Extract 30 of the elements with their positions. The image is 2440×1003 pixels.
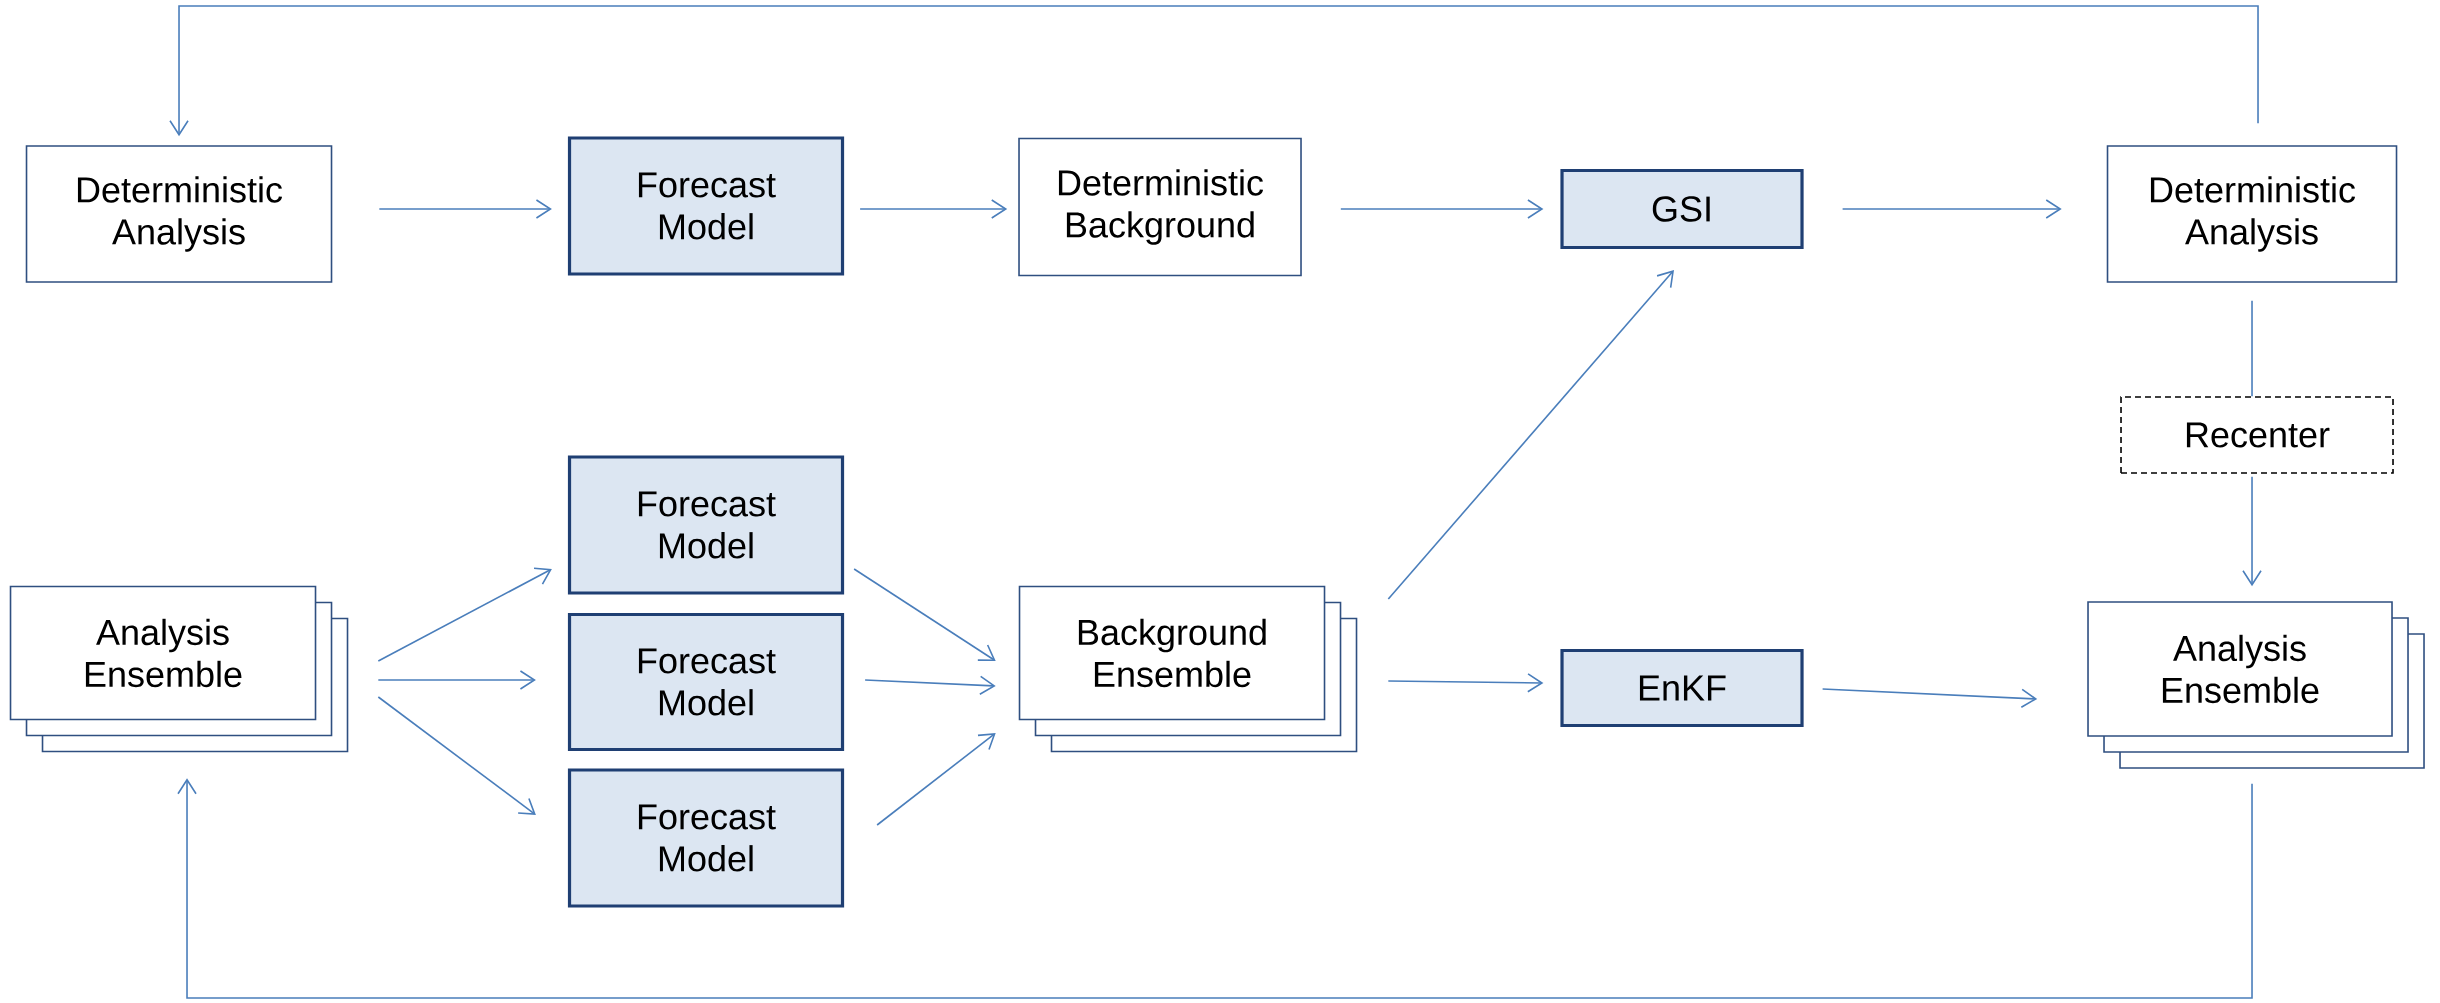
arrow (1821, 688, 2038, 709)
stacked-box: Background Ensemble (1018, 585, 1358, 753)
arrow (169, 5, 2259, 137)
connector-line (2251, 300, 2253, 397)
arrow (1387, 673, 1544, 693)
process-box: Forecast Model (567, 136, 845, 276)
process-box: GSI (1560, 168, 1804, 250)
process-box: Forecast Model (567, 768, 845, 908)
arrow (1841, 199, 2062, 219)
process-box: Forecast Model (567, 612, 845, 752)
process-box: EnKF (1560, 648, 1804, 728)
box: Deterministic Background (1018, 137, 1302, 277)
arrow (853, 568, 996, 661)
arrow (2242, 476, 2262, 587)
arrow (876, 733, 996, 826)
arrow (864, 675, 996, 696)
arrow (177, 778, 2253, 999)
stacked-box: Analysis Ensemble (9, 585, 349, 753)
box: Deterministic Analysis (25, 145, 333, 283)
arrow (378, 199, 552, 219)
box: Deterministic Analysis (2106, 145, 2398, 283)
arrow (377, 567, 552, 662)
dashed-box: Recenter (2120, 396, 2394, 474)
stacked-box: Analysis Ensemble (2087, 601, 2425, 769)
arrow (1387, 270, 1675, 600)
arrow (377, 670, 536, 690)
arrow (859, 199, 1008, 219)
arrow (377, 696, 536, 815)
process-box: Forecast Model (567, 455, 845, 595)
arrow (1340, 199, 1544, 219)
